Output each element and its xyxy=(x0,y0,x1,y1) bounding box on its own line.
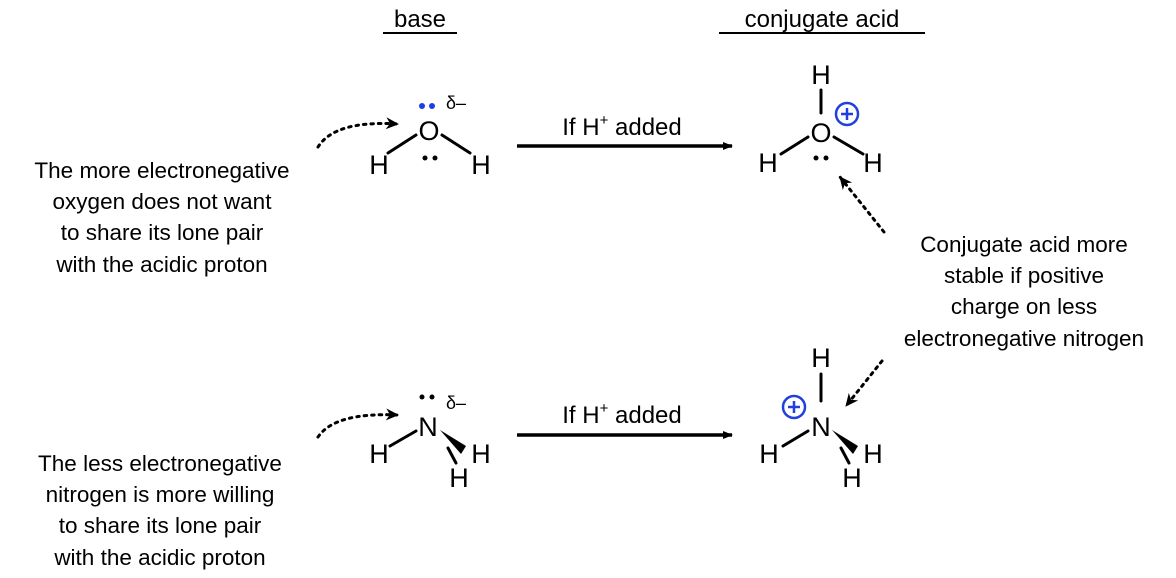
oh-bond xyxy=(440,133,472,155)
positive-charge-icon xyxy=(834,101,860,127)
hydrogen-atom: H xyxy=(863,439,883,469)
hydrogen-atom: H xyxy=(449,463,469,493)
note-line: to share its lone pair xyxy=(61,220,264,245)
hydrogen-atom: H xyxy=(811,60,831,90)
note-line: to share its lone pair xyxy=(59,513,262,538)
hydrogen-atom: H xyxy=(811,343,831,373)
note-oxygen: The more electronegative oxygen does not… xyxy=(34,158,289,277)
hydrogen-atom: H xyxy=(369,150,389,180)
hydrogen-atom: H xyxy=(471,150,491,180)
lone-pair-dot xyxy=(429,103,435,109)
hydrogen-atom: H xyxy=(758,148,778,178)
reaction-arrow-ammonia: If H+ added xyxy=(517,400,733,439)
note-line: electronegative nitrogen xyxy=(904,326,1144,351)
note-line: Conjugate acid more xyxy=(920,232,1128,257)
wedge-bond xyxy=(832,430,858,454)
partial-charge-label: δ– xyxy=(446,93,466,113)
hydrogen-atom: H xyxy=(842,463,862,493)
header-conjugate-acid: conjugate acid xyxy=(719,6,925,34)
reaction-label: If H+ added xyxy=(562,400,682,429)
ammonia-molecule: N δ– H H H xyxy=(369,393,491,493)
note-line: with the acidic proton xyxy=(53,545,265,570)
note-conjugate: Conjugate acid more stable if positive c… xyxy=(904,232,1144,351)
note-line: nitrogen is more willing xyxy=(46,482,275,507)
oh-bond xyxy=(386,133,418,155)
note-line: charge on less xyxy=(951,294,1097,319)
note-line: oxygen does not want xyxy=(53,189,273,214)
lone-pair-dot xyxy=(422,155,428,161)
hydrogen-atom: H xyxy=(863,148,883,178)
oh-bond xyxy=(779,135,810,156)
nh-bond xyxy=(388,429,418,448)
partial-charge-label: δ– xyxy=(446,393,466,413)
lone-pair-dot xyxy=(432,155,438,161)
hydrogen-atom: H xyxy=(759,439,779,469)
lone-pair-dot xyxy=(419,394,425,400)
hydrogen-atom: H xyxy=(369,439,389,469)
nh-bond xyxy=(839,446,851,465)
oh-bond xyxy=(832,135,865,156)
pointer-arrow xyxy=(316,408,400,439)
lone-pair-dot xyxy=(429,394,435,400)
note-line: The less electronegative xyxy=(38,451,282,476)
lone-pair-dot xyxy=(823,155,829,161)
header-base-text: base xyxy=(394,6,446,33)
pointer-arrow xyxy=(838,175,886,234)
hydronium-molecule: H O H H xyxy=(758,60,883,178)
lone-pair-dot xyxy=(813,155,819,161)
header-base: base xyxy=(383,6,457,34)
pointer-arrow xyxy=(844,359,884,408)
note-nitrogen: The less electronegative nitrogen is mor… xyxy=(38,451,282,570)
hydrogen-atom: H xyxy=(471,439,491,469)
note-line: stable if positive xyxy=(944,263,1104,288)
nh-bond xyxy=(781,429,810,448)
reaction-label: If H+ added xyxy=(562,112,682,141)
water-molecule: O δ– H H xyxy=(369,93,491,180)
wedge-bond xyxy=(440,430,466,454)
nh-bond xyxy=(446,446,458,465)
positive-charge-icon xyxy=(781,394,807,420)
reaction-arrow-water: If H+ added xyxy=(517,112,733,150)
header-conjugate-acid-text: conjugate acid xyxy=(745,6,900,33)
nitrogen-atom: N xyxy=(418,412,438,442)
oxygen-atom: O xyxy=(810,118,831,148)
nitrogen-atom: N xyxy=(811,412,831,442)
note-line: with the acidic proton xyxy=(55,252,267,277)
ammonium-molecule: H N H H H xyxy=(759,343,883,493)
lone-pair-dot xyxy=(419,103,425,109)
pointer-arrow xyxy=(316,117,400,149)
oxygen-atom: O xyxy=(418,116,439,146)
note-line: The more electronegative xyxy=(34,158,289,183)
